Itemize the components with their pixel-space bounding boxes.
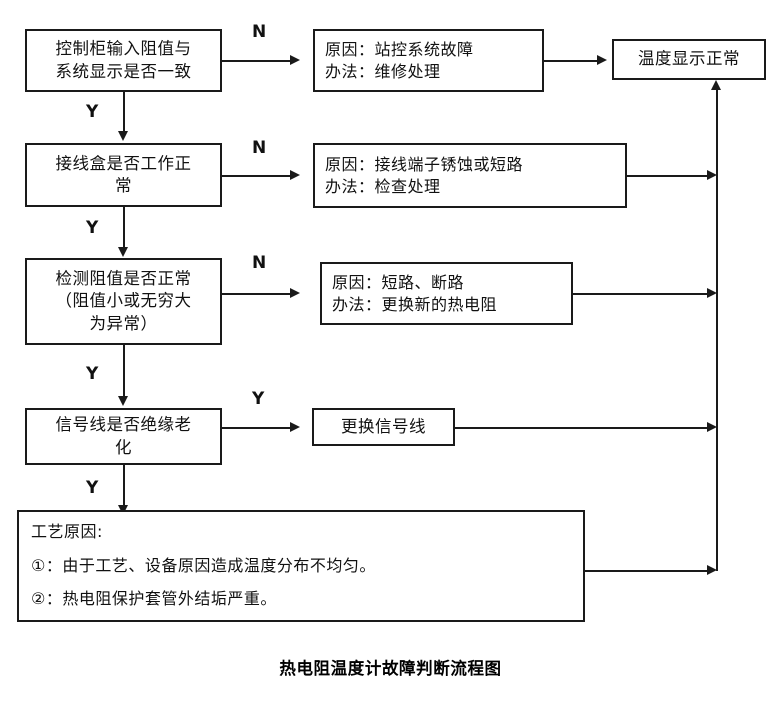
cause-2-line-2: 办法：检查处理	[325, 176, 441, 196]
edge-label-decision3-yes: Y	[86, 364, 99, 384]
decision-1-line-2: 系统显示是否一致	[55, 61, 192, 81]
cause-1-line-1: 原因：站控系统故障	[325, 40, 474, 60]
edge-label-decision2-no: N	[252, 138, 267, 158]
cause-box-station-control-fault[interactable]: 原因：站控系统故障 办法：维修处理	[313, 29, 544, 92]
diagram-caption: 热电阻温度计故障判断流程图	[279, 659, 502, 678]
decision-2-line-1: 接线盒是否工作正	[55, 153, 192, 173]
decision-3-line-3: 为异常）	[89, 313, 158, 333]
cause-box-short-or-open-circuit[interactable]: 原因：短路、断路 办法：更换新的热电阻	[320, 262, 573, 325]
edge-replace-signal-wire-to-spine	[455, 427, 708, 429]
arrowhead-decision1-to-cause1	[290, 55, 300, 65]
decision-box-check-cabinet-resistance[interactable]: 控制柜输入阻值与 系统显示是否一致	[25, 29, 222, 92]
edge-cause2-to-spine	[627, 175, 708, 177]
decision-box-check-junction-box[interactable]: 接线盒是否工作正 常	[25, 143, 222, 207]
cause-3-line-1: 原因：短路、断路	[332, 273, 465, 293]
edge-decision2-to-decision3	[123, 207, 125, 249]
edge-label-decision2-yes: Y	[86, 218, 99, 238]
notes-item-2: ②：热电阻保护套管外结垢严重。	[31, 588, 277, 608]
edge-cause3-to-spine	[573, 293, 708, 295]
decision-box-check-signal-wire-aging[interactable]: 信号线是否绝缘老 化	[25, 408, 222, 465]
terminal-box-temperature-display-normal[interactable]: 温度显示正常	[612, 39, 766, 80]
notes-heading: 工艺原因:	[31, 522, 103, 541]
edge-decision1-to-decision2	[123, 92, 125, 133]
decision-box-check-resistance-value[interactable]: 检测阻值是否正常 （阻值小或无穷大 为异常）	[25, 258, 222, 345]
decision-3-line-1: 检测阻值是否正常	[55, 269, 192, 289]
arrowhead-decision3-to-cause3	[290, 288, 300, 298]
decision-4-line-2: 化	[115, 437, 132, 457]
arrowhead-spine-to-terminal	[711, 80, 721, 90]
cause-1-line-2: 办法：维修处理	[325, 61, 441, 81]
cause-3-line-2: 办法：更换新的热电阻	[332, 294, 498, 314]
edge-decision4-to-replace-signal-wire	[222, 427, 292, 429]
arrowhead-cause1-to-terminal	[597, 55, 607, 65]
edge-decision1-to-cause1	[222, 60, 292, 62]
edge-decision3-to-cause3	[222, 293, 292, 295]
edge-label-decision1-no: N	[252, 22, 267, 42]
edge-label-decision4-yes-down: Y	[86, 478, 99, 498]
decision-1-line-1: 控制柜输入阻值与	[55, 39, 192, 59]
arrowhead-decision2-to-cause2	[290, 170, 300, 180]
edge-label-decision4-yes-right: Y	[252, 389, 265, 409]
arrowhead-cause2-to-spine	[707, 170, 717, 180]
cause-box-terminal-corrosion[interactable]: 原因：接线端子锈蚀或短路 办法：检查处理	[313, 143, 627, 208]
decision-3-line-2: （阻值小或无穷大	[55, 291, 192, 311]
edge-label-decision3-no: N	[252, 253, 267, 273]
edge-cause1-to-terminal	[544, 60, 599, 62]
edge-decision2-to-cause2	[222, 175, 292, 177]
arrowhead-decision2-to-decision3	[118, 247, 128, 257]
terminal-label: 温度显示正常	[638, 49, 740, 69]
right-spine-vertical	[716, 90, 718, 571]
edge-decision4-to-notes	[123, 465, 125, 507]
cause-2-line-1: 原因：接线端子锈蚀或短路	[325, 155, 524, 175]
arrowhead-decision4-to-replace-signal-wire	[290, 422, 300, 432]
decision-2-line-2: 常	[115, 176, 132, 195]
arrowhead-replace-signal-wire-to-spine	[707, 422, 717, 432]
arrowhead-decision3-to-decision4	[118, 396, 128, 406]
decision-4-line-1: 信号线是否绝缘老	[55, 415, 192, 435]
notes-box-process-reasons[interactable]: 工艺原因: ①：由于工艺、设备原因造成温度分布不均匀。 ②：热电阻保护套管外结垢…	[17, 510, 585, 622]
arrowhead-decision1-to-decision2	[118, 131, 128, 141]
arrowhead-cause3-to-spine	[707, 288, 717, 298]
arrowhead-notes-to-spine	[707, 565, 717, 575]
edge-decision3-to-decision4	[123, 345, 125, 398]
action-replace-signal-wire-label: 更换信号线	[341, 416, 426, 436]
edge-label-decision1-yes: Y	[86, 102, 99, 122]
notes-item-1: ①：由于工艺、设备原因造成温度分布不均匀。	[31, 556, 376, 576]
edge-notes-to-spine	[585, 570, 708, 572]
action-box-replace-signal-wire[interactable]: 更换信号线	[312, 408, 455, 446]
